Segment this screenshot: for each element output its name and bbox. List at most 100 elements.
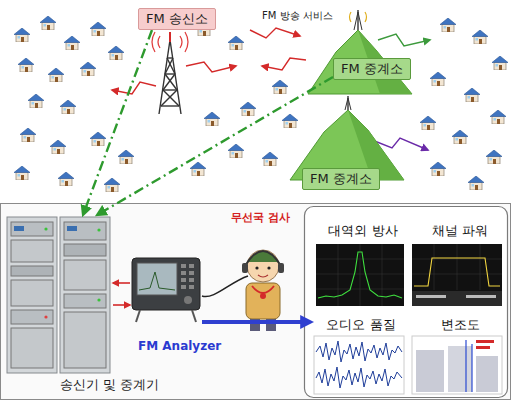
equipment-racks-part (44, 227, 47, 230)
node-label: FM 송신소 (146, 11, 208, 27)
fm-transmitter-tower-part (165, 74, 177, 90)
inspection-label: 무선국 검사 (231, 211, 290, 225)
houses-part (430, 162, 446, 176)
modulation-screenshot (412, 336, 502, 394)
audio-quality-screenshot-part (314, 336, 404, 394)
modulation-screenshot-part (471, 344, 472, 392)
houses-part (14, 28, 30, 42)
houses-part (48, 68, 64, 82)
equipment-racks-part (44, 315, 47, 318)
modulation-screenshot-part (476, 340, 494, 343)
houses-part (14, 166, 30, 180)
equipment-racks (7, 217, 110, 373)
inspector-cartoon-part (258, 275, 268, 277)
houses-part (104, 178, 120, 192)
houses-part (190, 162, 206, 176)
houses-part (58, 172, 74, 186)
equipment-racks-part (64, 244, 106, 256)
audio-quality-screenshot-part (316, 367, 402, 388)
equipment-racks-part (97, 298, 100, 301)
houses-part (228, 36, 244, 50)
houses-part (262, 152, 278, 166)
broadcast-waves-part (378, 34, 430, 46)
broadcast-waves-part (250, 28, 300, 38)
houses-part (90, 132, 106, 146)
fm-transmitter-tower (152, 32, 188, 114)
fm-analyzer-device-part (184, 296, 192, 304)
equipment-racks-part (11, 222, 53, 236)
inspection-panel-part (1, 204, 511, 400)
fm-analyzer-device-part (189, 271, 194, 275)
node-label: FM Analyzer (138, 338, 221, 354)
equipment-racks-part (11, 240, 53, 262)
fm-transmitter-tower-part (163, 90, 179, 106)
houses-part (108, 46, 124, 60)
channel-power-screenshot-part (466, 295, 496, 298)
houses-part (80, 62, 96, 76)
houses-part (472, 30, 488, 44)
equipment-racks-part (64, 260, 106, 290)
houses-part (20, 128, 36, 142)
audio-quality-screenshot-part (316, 341, 402, 362)
modulation-screenshot-part (465, 340, 466, 392)
relay-mountains-part (354, 12, 362, 30)
broadcast-waves-part (186, 62, 236, 72)
channel-power-screenshot-part (412, 244, 502, 290)
fm-analyzer-device-part (136, 310, 140, 322)
broadcast-waves-part (112, 82, 156, 94)
broadcast-waves-part (262, 58, 306, 70)
inspector-cartoon-part (245, 251, 281, 266)
equipment-racks-part (11, 266, 53, 276)
fm-analyzer-device-part (137, 263, 177, 295)
houses (14, 16, 508, 192)
houses-part (490, 110, 506, 124)
relay-tag: FM 중계소 (333, 58, 411, 80)
inspector-cartoon-part (252, 286, 274, 293)
houses-part (420, 116, 436, 130)
inspector-cartoon-part (278, 263, 284, 273)
equipment-racks-part (11, 280, 53, 306)
measurement-panel: 대역외 방사 (312, 222, 414, 308)
panel-heading: 오디오 품질 (310, 316, 412, 333)
fm-transmitter-tower-part (161, 90, 177, 106)
service-label: FM 방송 서비스 (262, 9, 333, 23)
panel-heading: 채널 파워 (410, 222, 510, 239)
modulation-screenshot-part (448, 346, 472, 392)
fm-analyzer-device-part (192, 310, 196, 322)
houses-part (228, 144, 244, 158)
channel-power-screenshot-part (416, 295, 446, 298)
houses-part (28, 94, 44, 108)
equipment-racks-part (11, 310, 53, 324)
houses-part (204, 112, 220, 126)
houses-part (492, 56, 508, 70)
out-of-band-screenshot-part (316, 244, 404, 306)
equipment-rack: 송신기 및 중계기 (5, 215, 113, 375)
audio-quality-screenshot (314, 336, 404, 394)
out-of-band-screenshot-part (318, 252, 402, 298)
fm-analyzer-device-part (181, 264, 186, 268)
fm-transmitter-tower-part (169, 32, 171, 42)
inspector-cartoon-part (202, 276, 248, 297)
signal-path (97, 77, 333, 215)
houses-part (272, 80, 288, 94)
broadcast-waves (112, 28, 430, 150)
channel-power-screenshot-part (414, 258, 500, 286)
measurement-panel: 변조도 (410, 316, 510, 396)
channel-power-screenshot-part (412, 244, 502, 306)
equipment-racks-part (64, 294, 106, 308)
fm-analyzer-device-part (139, 272, 175, 290)
test-link-arrow (113, 282, 130, 284)
fm-transmitter-tower-part (152, 32, 188, 52)
modulation-screenshot-part (416, 350, 444, 392)
modulation-screenshot-part (412, 336, 502, 394)
inspector-cartoon-part (267, 266, 270, 269)
inspector-cartoon (202, 250, 284, 331)
houses-part (118, 150, 134, 164)
equipment-racks-part (60, 217, 110, 373)
measurement-panel: 오디오 품질 (310, 316, 412, 396)
inspector-cartoon-part (242, 263, 248, 273)
fm-transmitter-tower-part (161, 105, 179, 106)
transmitter-tag: FM 송신소 (138, 8, 216, 30)
signal-path (83, 30, 152, 215)
